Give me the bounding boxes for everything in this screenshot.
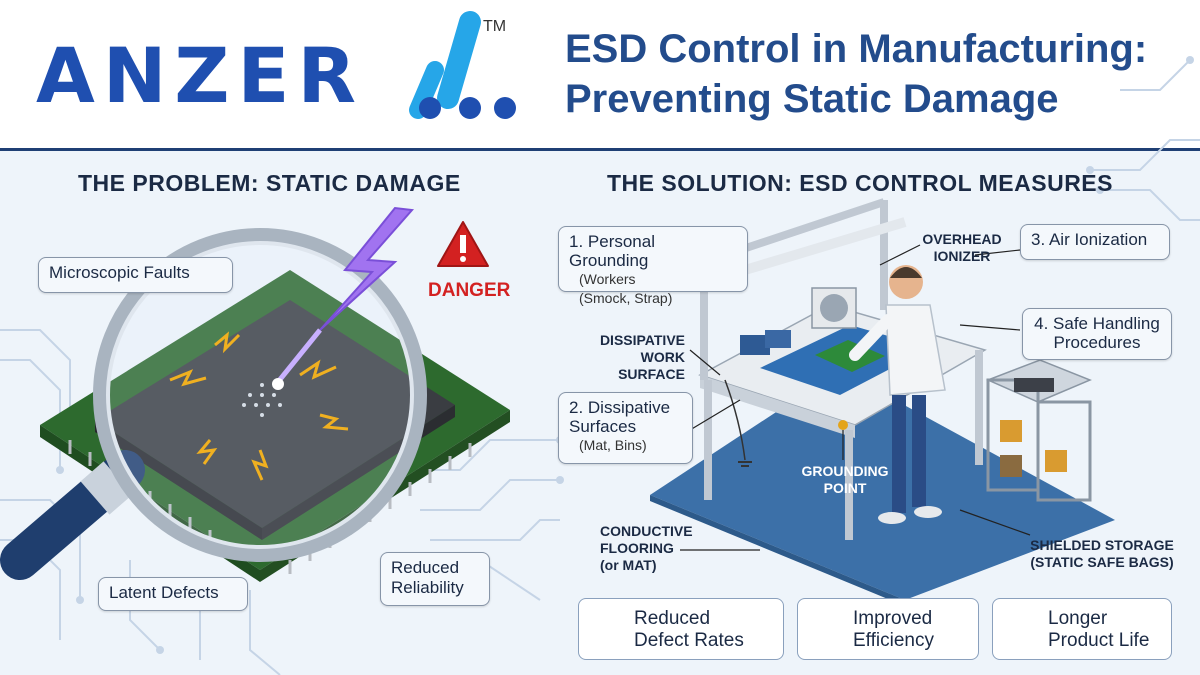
conductive-flooring-tag: CONDUCTIVE FLOORING (or MAT) (600, 523, 693, 574)
dissipative-surfaces-title-2: Surfaces (569, 417, 637, 436)
overhead-ionizer-tag: OVERHEAD IONIZER (922, 231, 1002, 265)
page-title: ESD Control in Manufacturing: Preventing… (565, 24, 1165, 124)
flooring-line-3: (or MAT) (600, 557, 657, 573)
benefit-line-1: Reduced (634, 608, 711, 629)
storage-line-1: SHIELDED STORAGE (1030, 537, 1174, 553)
benefit-text: Improved Efficiency (853, 608, 934, 652)
benefit-card-efficiency: Improved Efficiency (797, 598, 979, 660)
reliability-line-1: Reduced (391, 558, 460, 577)
danger-label: DANGER (428, 280, 511, 301)
anzer-logo-mark (409, 11, 516, 119)
dissipative-surfaces-title-1: 2. Dissipative (569, 398, 671, 417)
dissipative-work-surface-tag: DISSIPATIVE WORK SURFACE (570, 332, 685, 383)
flooring-line-2: FLOORING (600, 540, 674, 556)
benefit-line-1: Improved (853, 608, 933, 629)
title-line-1: ESD Control in Manufacturing: (565, 27, 1148, 71)
flooring-line-1: CONDUCTIVE (600, 523, 693, 539)
danger-warning-icon (437, 221, 489, 267)
reliability-line-2: Reliability (391, 578, 464, 597)
shielded-storage-tag: SHIELDED STORAGE (STATIC SAFE BAGS) (1012, 537, 1192, 571)
safe-handling-line-1: 4. Safe Handling (1034, 314, 1160, 333)
brand-logo: ANZER (36, 31, 364, 120)
chip-dots (242, 383, 282, 417)
benefit-line-2: Defect Rates (634, 630, 744, 651)
work-surface-line-1: DISSIPATIVE (599, 332, 685, 348)
benefit-card-product-life: Longer Product Life (992, 598, 1172, 660)
safe-handling-line-2: Procedures (1053, 333, 1141, 352)
problem-heading: THE PROBLEM: STATIC DAMAGE (78, 170, 461, 196)
title-line-2: Preventing Static Damage (565, 77, 1059, 121)
grounding-point-line-2: POINT (823, 480, 867, 496)
overhead-ionizer-line-1: OVERHEAD (922, 231, 1002, 247)
leader-lines (680, 244, 1031, 551)
lightning-bolt-icon (272, 206, 415, 390)
dissipative-surfaces-card: 2. Dissipative Surfaces (Mat, Bins) (558, 392, 693, 464)
benefit-line-2: Product Life (1048, 630, 1150, 651)
header (0, 0, 1200, 148)
benefit-text: Longer Product Life (1048, 608, 1149, 652)
reduced-reliability-label: Reduced Reliability (380, 552, 490, 606)
storage-line-2: (STATIC SAFE BAGS) (1030, 554, 1174, 570)
benefit-line-2: Efficiency (853, 630, 934, 651)
overhead-ionizer-line-2: IONIZER (933, 248, 991, 264)
solution-heading: THE SOLUTION: ESD CONTROL MEASURES (607, 170, 1113, 196)
work-surface-line-2: WORK SURFACE (618, 349, 685, 382)
grounding-point-line-1: GROUNDING (801, 463, 889, 479)
latent-defects-label: Latent Defects (98, 577, 248, 611)
microscopic-faults-label: Microscopic Faults (38, 257, 233, 293)
dissipative-surfaces-sub: (Mat, Bins) (579, 437, 647, 453)
personal-grounding-card: 1. Personal Grounding (Workers (Smock, S… (558, 226, 748, 306)
benefit-card-defect-rates: Reduced Defect Rates (578, 598, 784, 660)
crack-marks (169, 331, 349, 481)
trademark-symbol: TM (483, 18, 507, 35)
benefit-text: Reduced Defect Rates (634, 608, 744, 652)
grounding-point-tag: GROUNDING POINT (800, 463, 890, 497)
personal-grounding-sub-2: (Smock, Strap) (579, 290, 673, 306)
personal-grounding-sub-1: (Workers (579, 271, 636, 287)
header-divider (0, 148, 1200, 151)
benefit-line-1: Longer (1048, 608, 1108, 629)
personal-grounding-title: 1. Personal Grounding (569, 232, 655, 270)
air-ionization-card: 3. Air Ionization (1020, 224, 1170, 260)
safe-handling-card: 4. Safe Handling Procedures (1022, 308, 1172, 360)
